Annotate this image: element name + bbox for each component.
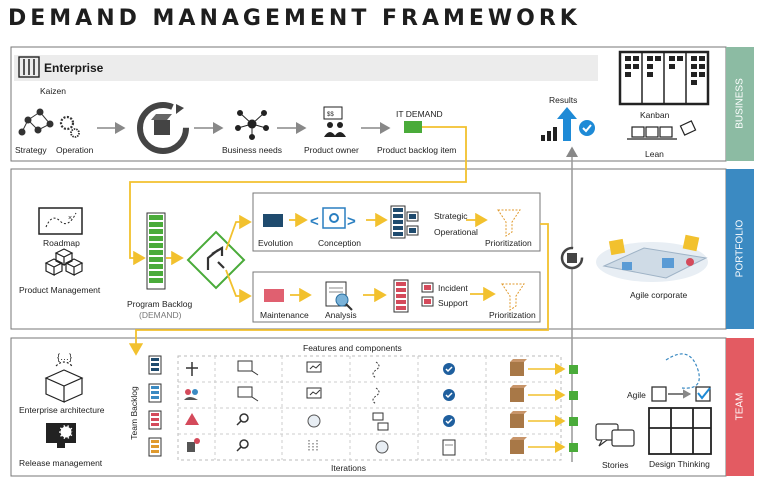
design-thinking-board-icon	[648, 407, 712, 455]
evolution-flow-box	[252, 192, 541, 252]
evolution-label: Evolution	[258, 238, 293, 248]
funnel-icon	[497, 209, 521, 237]
demand-label: (DEMAND)	[139, 310, 182, 320]
product-backlog-item-label: Product backlog item	[377, 145, 457, 155]
gear-monitor-icon	[46, 423, 76, 448]
agile-checkbox-icon	[651, 353, 711, 402]
analysis-doc-icon	[325, 281, 353, 311]
product-owner-icon: $$	[323, 106, 346, 137]
strategy-label: Strategy	[15, 145, 47, 155]
team-backlog-label: Team Backlog	[129, 386, 139, 440]
business-band	[726, 47, 754, 161]
grid-row-3	[185, 411, 527, 431]
svg-text:>: >	[347, 213, 356, 230]
program-backlog-label: Program Backlog	[127, 299, 193, 309]
page-title: DEMAND MANAGEMENT FRAMEWORK	[8, 6, 581, 31]
svg-text:<: <	[310, 213, 319, 230]
conception-code-icon: < >	[310, 207, 356, 230]
svg-text:{…}: {…}	[57, 352, 72, 362]
agile-corporate-label: Agile corporate	[630, 290, 688, 300]
support-label: Support	[438, 298, 468, 308]
design-thinking-label: Design Thinking	[649, 459, 710, 469]
lean-blocks-icon	[627, 120, 697, 140]
svg-text:$$: $$	[327, 112, 334, 118]
business-needs-label: Business needs	[222, 145, 283, 155]
grid-row-1	[186, 359, 527, 379]
gears-icon	[59, 115, 80, 138]
roadmap-label: Roadmap	[43, 238, 80, 248]
product-management-label: Product Management	[19, 285, 101, 295]
it-demand-block	[404, 121, 422, 133]
prioritization-bottom-label: Prioritization	[489, 310, 536, 320]
prioritization-top-label: Prioritization	[485, 238, 532, 248]
decision-diamond	[186, 230, 246, 290]
program-backlog-stack	[146, 212, 166, 290]
agile-corporate-illustration	[596, 234, 708, 282]
business-band-label: BUSINESS	[734, 78, 746, 129]
agile-label: Agile	[627, 390, 646, 400]
maintenance-flow-box	[252, 271, 541, 323]
features-components-label: Features and components	[303, 343, 402, 353]
incident-label: Incident	[438, 283, 468, 293]
iterations-label: Iterations	[331, 463, 366, 473]
grid-row-2	[184, 385, 527, 405]
svg-text:×: ×	[68, 215, 72, 222]
architecture-box-icon: {…}	[44, 352, 84, 403]
iteration-output-markers	[528, 363, 578, 453]
release-management-label: Release management	[19, 458, 103, 468]
team-band	[726, 338, 754, 476]
portfolio-band	[726, 169, 754, 329]
stories-label: Stories	[602, 460, 629, 470]
incident-list-icon	[393, 279, 434, 313]
cubes-icon	[44, 248, 84, 276]
analysis-label: Analysis	[325, 310, 357, 320]
results-chart-icon	[541, 107, 595, 141]
lean-label: Lean	[645, 149, 664, 159]
kaizen-label: Kaizen	[40, 86, 66, 96]
team-band-label: TEAM	[734, 392, 746, 421]
cycle-box-icon	[137, 102, 189, 154]
strategy-network-icon	[18, 108, 54, 136]
refresh-box-icon	[560, 246, 584, 270]
iterations-grid-lines	[178, 356, 561, 460]
team-backlog-stacks	[148, 355, 162, 457]
kanban-board-icon	[618, 50, 710, 106]
maintenance-label: Maintenance	[260, 310, 309, 320]
business-needs-icon	[235, 110, 269, 140]
operation-label: Operation	[56, 145, 94, 155]
iterations-grid	[177, 355, 562, 461]
enterprise-label: Enterprise	[44, 61, 104, 75]
evolution-block	[263, 214, 283, 227]
it-demand-label: IT DEMAND	[396, 109, 443, 119]
roadmap-icon: ×	[38, 207, 83, 235]
grid-row-4	[187, 437, 527, 456]
product-owner-label: Product owner	[304, 145, 359, 155]
strategic-list-icon	[390, 205, 419, 239]
enterprise-architecture-label: Enterprise architecture	[19, 405, 105, 415]
kanban-label: Kanban	[640, 110, 670, 120]
team-section	[10, 337, 727, 477]
funnel-icon	[501, 283, 525, 311]
portfolio-band-label: PORTFOLIO	[734, 219, 746, 278]
conception-label: Conception	[318, 238, 362, 248]
maintenance-block	[264, 289, 284, 302]
building-icon	[18, 56, 40, 78]
operational-label: Operational	[434, 227, 478, 237]
results-label: Results	[549, 95, 578, 105]
stories-chat-icon	[595, 423, 635, 447]
strategic-label: Strategic	[434, 211, 468, 221]
